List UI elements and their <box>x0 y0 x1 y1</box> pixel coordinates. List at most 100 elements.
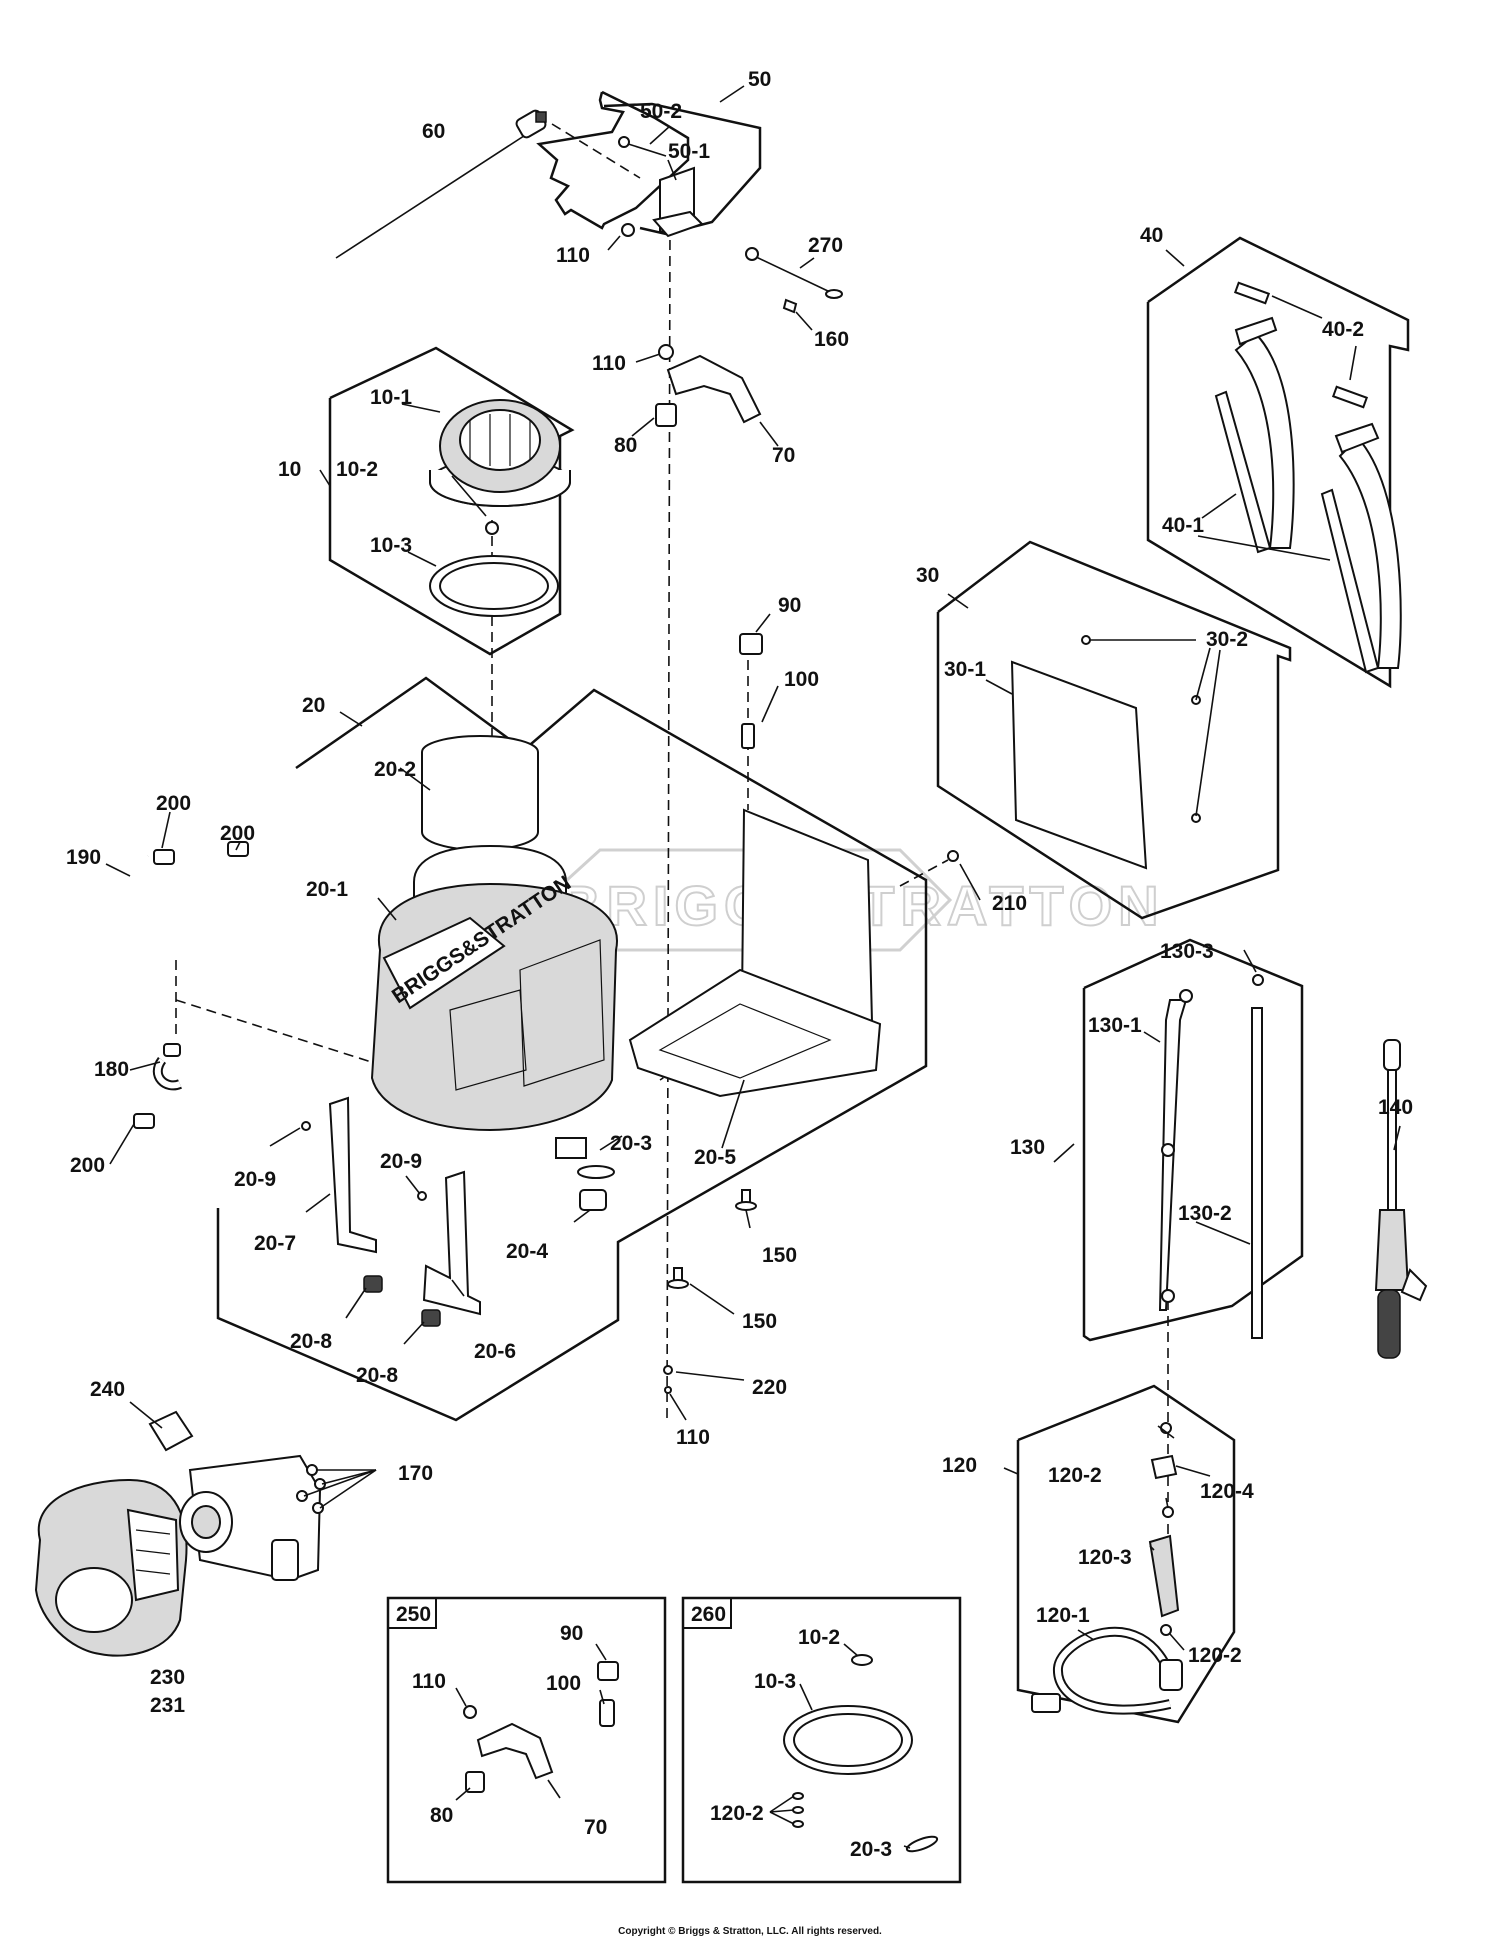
label-50: 50 <box>748 68 771 91</box>
label-50-1: 50-1 <box>668 140 710 163</box>
kit-250-label-100: 100 <box>546 1672 581 1695</box>
kit-250-label-90: 90 <box>560 1622 583 1645</box>
kit-250-label-80: 80 <box>430 1804 453 1827</box>
tank-body-part: BRIGGS&STRATTON <box>370 735 619 1159</box>
label-120: 120 <box>942 1454 977 1477</box>
bracket-parts-20-6-20-7 <box>301 1096 481 1316</box>
engine-pump-part <box>34 1410 326 1657</box>
label-120-2-a: 120-2 <box>1048 1464 1102 1487</box>
label-150-a: 150 <box>762 1244 797 1267</box>
label-130-2: 130-2 <box>1178 1202 1232 1225</box>
label-130: 130 <box>1010 1136 1045 1159</box>
label-120-2-b: 120-2 <box>1188 1644 1242 1667</box>
assembly-line-210 <box>899 859 949 887</box>
kit-260-label-20-3: 20-3 <box>850 1838 892 1861</box>
label-60: 60 <box>422 120 445 143</box>
label-50-2: 50-2 <box>640 100 682 123</box>
label-10: 10 <box>278 458 301 481</box>
label-30-2: 30-2 <box>1206 628 1248 651</box>
copyright-notice: Copyright © Briggs & Stratton, LLC. All … <box>618 1926 882 1937</box>
label-270: 270 <box>808 234 843 257</box>
base-frame-part <box>628 808 959 1098</box>
mount-part-90-100 <box>739 633 763 749</box>
part-labels: 50 50-2 50-1 60 110 270 160 110 80 70 40… <box>66 68 1413 1861</box>
label-40: 40 <box>1140 224 1163 247</box>
label-20-9-a: 20-9 <box>234 1168 276 1191</box>
label-160: 160 <box>814 328 849 351</box>
group-box-120 <box>1016 1384 1236 1724</box>
label-20-4: 20-4 <box>506 1240 548 1263</box>
label-40-2: 40-2 <box>1322 318 1364 341</box>
label-231: 231 <box>150 1694 185 1717</box>
group-box-50 <box>536 90 690 230</box>
bracket-part-70 <box>655 344 762 427</box>
kit-260-label-10-3: 10-3 <box>754 1670 796 1693</box>
kit-250-label-110: 110 <box>412 1670 446 1693</box>
kit-260-tag <box>682 1597 732 1629</box>
label-120-1: 120-1 <box>1036 1604 1090 1627</box>
kit-250-parts <box>463 1661 619 1793</box>
kit-box-260 <box>681 1596 962 1884</box>
label-20-8-a: 20-8 <box>290 1330 332 1353</box>
label-30-1: 30-1 <box>944 658 986 681</box>
label-240: 240 <box>90 1378 125 1401</box>
label-30: 30 <box>916 564 939 587</box>
lance-part-130 <box>1158 974 1264 1339</box>
label-20-1: 20-1 <box>306 878 348 901</box>
group-box-20 <box>216 676 928 1422</box>
label-20: 20 <box>302 694 325 717</box>
label-190: 190 <box>66 846 101 869</box>
label-20-2: 20-2 <box>374 758 416 781</box>
group-box-130 <box>1082 938 1304 1342</box>
label-40-1: 40-1 <box>1162 514 1204 537</box>
label-130-3: 130-3 <box>1160 940 1214 963</box>
label-20-5: 20-5 <box>694 1146 736 1169</box>
side-panel-part <box>1010 635 1201 870</box>
label-20-7: 20-7 <box>254 1232 296 1255</box>
label-110-mid: 110 <box>592 352 626 375</box>
kit-260-number: 260 <box>691 1603 726 1626</box>
label-210: 210 <box>992 892 1027 915</box>
kit-250-number: 250 <box>396 1603 431 1626</box>
wire-part-270 <box>745 247 843 314</box>
kit-250-tag <box>387 1597 437 1629</box>
fitting-parts-20-3-20-4 <box>577 1165 615 1211</box>
label-10-3: 10-3 <box>370 534 412 557</box>
group-box-30 <box>936 540 1292 920</box>
label-110-bottom: 110 <box>676 1426 710 1449</box>
label-80: 80 <box>614 434 637 457</box>
label-120-3: 120-3 <box>1078 1546 1132 1569</box>
kit-260-label-10-2: 10-2 <box>798 1626 840 1649</box>
group-box-10 <box>328 346 575 656</box>
label-140: 140 <box>1378 1096 1413 1119</box>
label-10-2: 10-2 <box>336 458 378 481</box>
label-20-9-b: 20-9 <box>380 1150 422 1173</box>
throttle-bracket-part <box>618 136 704 238</box>
group-box-40 <box>1146 236 1410 689</box>
assembly-line-cable <box>551 123 641 179</box>
tank-lid-part <box>429 399 571 617</box>
label-20-6: 20-6 <box>474 1340 516 1363</box>
label-20-8-b: 20-8 <box>356 1364 398 1387</box>
label-220: 220 <box>752 1376 787 1399</box>
label-150-b: 150 <box>742 1310 777 1333</box>
wand-part-140 <box>1374 1039 1428 1359</box>
label-20-3: 20-3 <box>610 1132 652 1155</box>
label-130-1: 130-1 <box>1088 1014 1142 1037</box>
throttle-cable-part <box>335 109 547 259</box>
kit-box-250 <box>386 1596 667 1884</box>
label-120-4: 120-4 <box>1200 1480 1254 1503</box>
label-200-c: 200 <box>70 1154 105 1177</box>
bolt-parts-150-220 <box>663 1189 757 1394</box>
label-180: 180 <box>94 1058 129 1081</box>
label-90: 90 <box>778 594 801 617</box>
label-10-1: 10-1 <box>370 386 412 409</box>
label-70: 70 <box>772 444 795 467</box>
leader-lines <box>105 85 1401 1849</box>
label-170: 170 <box>398 1462 433 1485</box>
label-100: 100 <box>784 668 819 691</box>
nut-parts-20-8 <box>363 1275 441 1327</box>
shoulder-straps-part <box>1214 281 1402 674</box>
kit-260-label-120-2: 120-2 <box>710 1802 764 1825</box>
label-230: 230 <box>150 1666 185 1689</box>
